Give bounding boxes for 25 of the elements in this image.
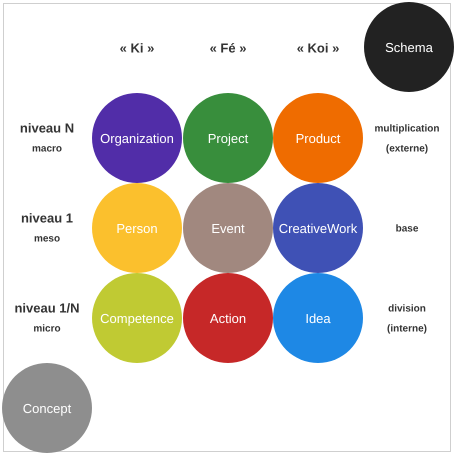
circle-label: Schema: [385, 40, 433, 54]
circle-label: Idea: [305, 310, 331, 326]
circle-label: Organization: [100, 130, 174, 146]
axis-note: meso: [34, 234, 60, 244]
circle-label: Person: [116, 220, 158, 236]
circle-label: Competence: [100, 310, 174, 326]
circle-label: Concept: [22, 400, 72, 416]
circle-label: CreativeWork: [278, 220, 358, 236]
circle-label: Event: [211, 220, 245, 236]
axis-note: (interne): [387, 324, 427, 334]
axis-note: division: [388, 304, 426, 314]
axis-note: multiplication: [374, 124, 440, 134]
axis-heading: niveau N: [20, 120, 74, 136]
axis-heading: « Ki »: [120, 40, 154, 56]
axis-heading: niveau 1: [20, 210, 74, 226]
circle-label: Project: [208, 130, 248, 146]
axis-heading: « Koi »: [296, 40, 340, 56]
axis-heading: « Fé »: [210, 40, 246, 56]
axis-heading: niveau 1/N: [14, 300, 80, 316]
circle-label: Action: [210, 310, 246, 326]
axis-note: (externe): [386, 144, 428, 154]
circle-label: Product: [296, 130, 340, 146]
axis-note: micro: [33, 324, 61, 334]
axis-note: base: [396, 224, 418, 234]
axis-note: macro: [32, 144, 62, 154]
